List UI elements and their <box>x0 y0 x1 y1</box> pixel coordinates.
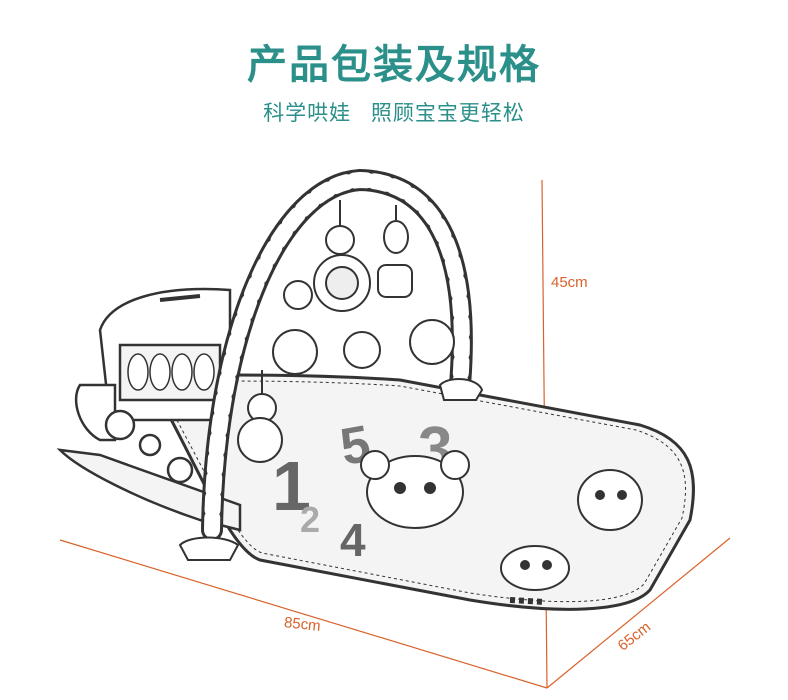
piano-base <box>56 448 242 532</box>
flower-toy-icon <box>104 409 136 441</box>
width-dimension-line <box>59 539 548 689</box>
page-subtitle: 科学哄娃 照顾宝宝更轻松 <box>0 97 788 127</box>
drum-toy-icon <box>272 329 318 375</box>
page-title: 产品包装及规格 <box>247 42 541 88</box>
bear-toy-icon <box>377 264 413 298</box>
hanging-toys <box>237 200 455 463</box>
mat-number-2: 2 <box>300 499 320 540</box>
arch-foot-right <box>438 378 484 401</box>
subtitle-part-2: 照顾宝宝更轻松 <box>370 101 525 125</box>
lion-toy-icon <box>409 319 455 365</box>
mat-animals <box>360 450 643 605</box>
height-dimension-label: 45cm <box>551 274 588 291</box>
mat-number-1: 1 <box>272 447 311 525</box>
mat-number-4: 4 <box>340 514 366 566</box>
mat-numbers: 1 5 3 2 4 <box>272 415 452 566</box>
rabbit-face-icon <box>577 469 643 531</box>
depth-dimension-line <box>546 537 731 689</box>
toy-arch <box>178 168 484 561</box>
flower-ring-icon <box>325 225 355 255</box>
raccoon-face-icon <box>500 545 570 591</box>
monkey-toy-icon <box>343 331 381 369</box>
piano-panel <box>56 287 242 532</box>
rattle-toy-icon <box>166 456 194 484</box>
subtitle-part-1: 科学哄娃 <box>263 101 352 125</box>
mouse-face-icon <box>366 455 464 529</box>
clock-toy-icon <box>237 417 283 463</box>
arch-foot-left <box>178 536 240 561</box>
